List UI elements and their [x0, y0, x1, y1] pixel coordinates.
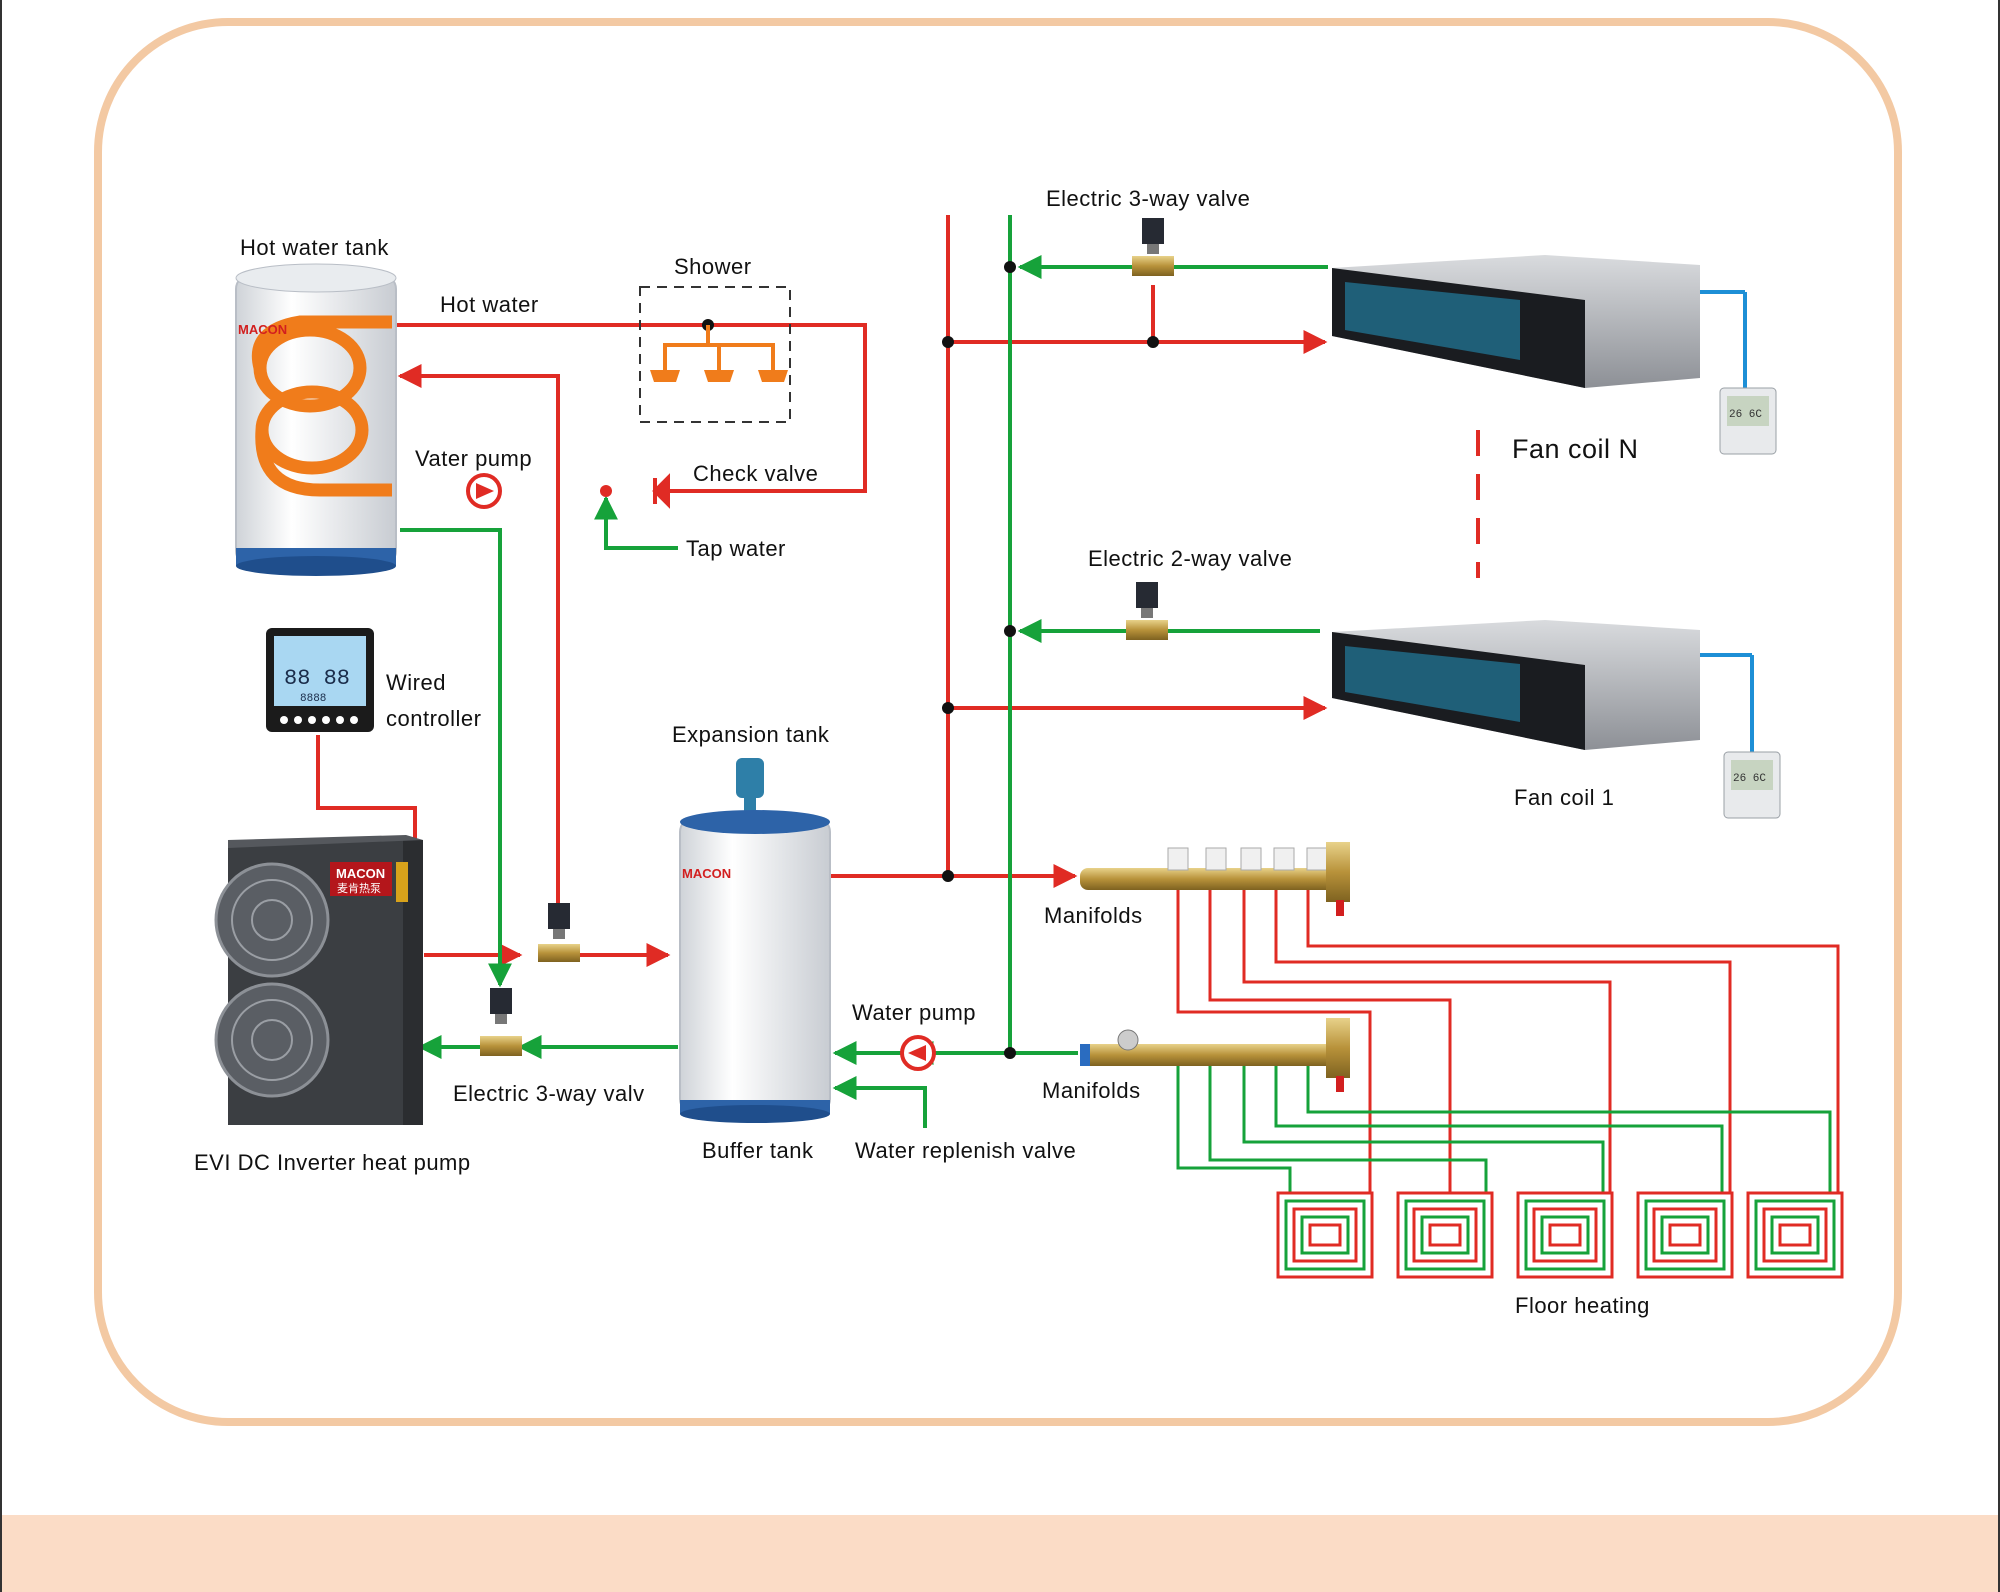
- label-shower: Shower: [674, 254, 752, 279]
- bottom-band: [0, 1515, 2000, 1592]
- shower-head-1: [650, 370, 680, 382]
- return-pipes: [400, 215, 1328, 1128]
- fan-coil-1: [1332, 620, 1754, 752]
- tap-water-line: [594, 495, 678, 550]
- pipe-junctions: [600, 261, 1159, 1059]
- label-hot-water: Hot water: [440, 292, 539, 317]
- label-buffer-tank: Buffer tank: [702, 1138, 814, 1163]
- label-wired-controller-1: Wired: [386, 670, 446, 695]
- label-electric-3way-bottom: Electric 3-way valv: [453, 1081, 645, 1106]
- floor-loops-supply: [1176, 890, 1840, 1193]
- shower-head-2: [704, 370, 734, 382]
- electric-3way-valve-fancoil-n: [1132, 218, 1174, 276]
- svg-text:26 6C: 26 6C: [1733, 773, 1766, 785]
- electric-2way-valve-fancoil-1: [1126, 582, 1168, 640]
- floor-panel-1: [1276, 1191, 1374, 1279]
- wired-controller: 88 88 8888: [266, 628, 374, 732]
- electric-3way-valve-hp-supply: [538, 903, 580, 962]
- electric-3way-valve-hp-return: [480, 988, 522, 1056]
- check-valve: [652, 473, 670, 509]
- svg-text:麦肯热泵: 麦肯热泵: [337, 882, 381, 895]
- label-hot-water-tank: Hot water tank: [240, 235, 389, 260]
- water-pump-bottom: [900, 1035, 936, 1071]
- manifold-return: [1080, 1018, 1350, 1092]
- tank-coil: [252, 315, 392, 497]
- fan-coil-n: [1332, 255, 1747, 388]
- svg-text:26 6C: 26 6C: [1729, 409, 1762, 421]
- label-expansion-tank: Expansion tank: [672, 722, 830, 747]
- hot-water-tank: MACON: [235, 263, 397, 576]
- thermostat-fan-coil-n: 26 6C: [1719, 387, 1777, 455]
- shower: [639, 286, 791, 423]
- label-floor-heating: Floor heating: [1515, 1293, 1650, 1318]
- floor-panel-5: [1746, 1191, 1844, 1279]
- label-fan-coil-n: Fan coil N: [1512, 434, 1639, 464]
- floor-panel-3: [1516, 1191, 1614, 1279]
- label-manifolds-bottom: Manifolds: [1042, 1078, 1141, 1103]
- svg-text:MACON: MACON: [682, 866, 731, 881]
- label-manifolds-top: Manifolds: [1044, 903, 1143, 928]
- label-tap-water: Tap water: [686, 536, 786, 561]
- manifold-supply: [1080, 842, 1350, 916]
- label-fan-coil-1: Fan coil 1: [1514, 785, 1614, 810]
- buffer-tank: MACON: [679, 810, 831, 1123]
- heat-pump-unit: MACON 麦肯热泵: [214, 835, 423, 1125]
- floor-loops-return: [1176, 1066, 1832, 1193]
- diagram-frame: [94, 18, 1902, 1426]
- floor-panel-4: [1636, 1191, 1734, 1279]
- label-heat-pump: EVI DC Inverter heat pump: [194, 1150, 471, 1175]
- controller-cable: [316, 735, 417, 842]
- label-check-valve: Check valve: [693, 461, 818, 486]
- label-wired-controller-2: controller: [386, 706, 481, 731]
- tank-coil-return-line: [397, 364, 560, 905]
- label-water-pump-bottom: Water pump: [852, 1000, 976, 1025]
- label-electric-2way: Electric 2-way valve: [1088, 546, 1292, 571]
- water-pump-top: [466, 473, 502, 509]
- hot-supply-pipes: [316, 215, 1328, 967]
- tank-cold-return: [400, 528, 512, 988]
- label-water-replenish-valve: Water replenish valve: [855, 1138, 1076, 1163]
- svg-text:MACON: MACON: [336, 866, 385, 881]
- thermostat-fan-coil-1: 26 6C: [1723, 751, 1781, 819]
- svg-text:8888: 8888: [300, 693, 326, 705]
- label-water-pump-top: Vater pump: [415, 446, 532, 471]
- floor-heating-panels: [1276, 1191, 1844, 1279]
- shower-head-3: [758, 370, 788, 382]
- svg-text:MACON: MACON: [238, 322, 287, 337]
- label-electric-3way-top: Electric 3-way valve: [1046, 186, 1250, 211]
- replenish-line: [832, 1076, 927, 1128]
- floor-panel-2: [1396, 1191, 1494, 1279]
- svg-text:88 88: 88 88: [284, 666, 350, 691]
- labels: Hot water tank Hot water Shower Vater pu…: [194, 186, 1650, 1318]
- hot-water-line: [392, 323, 867, 493]
